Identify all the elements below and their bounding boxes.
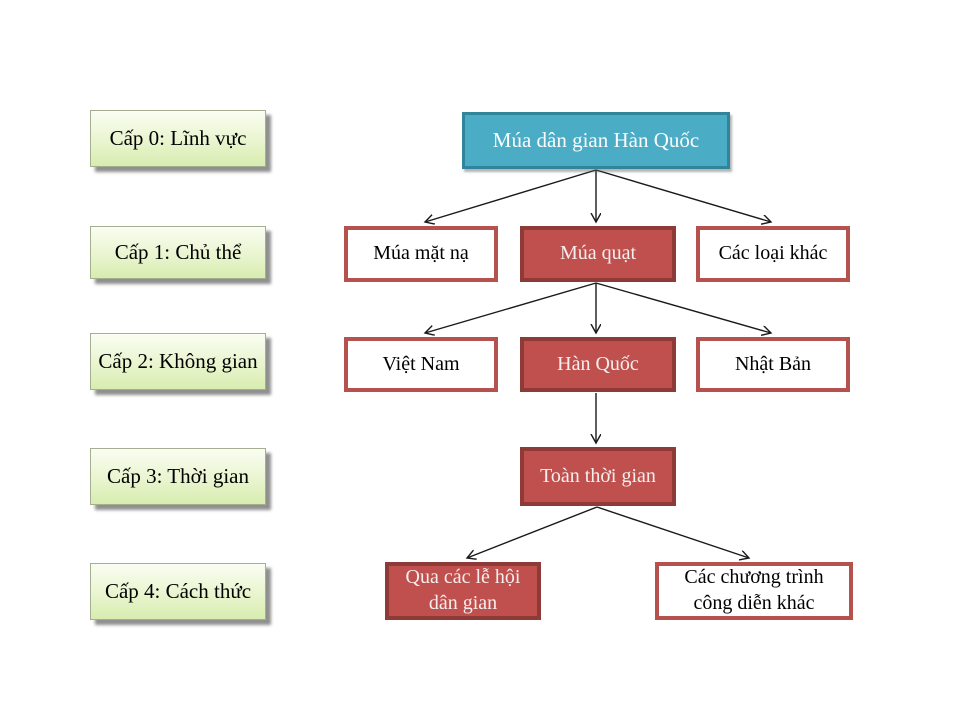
level-label-text: Cấp 4: Cách thức (104, 579, 252, 604)
node-label: Việt Nam (382, 352, 460, 375)
level-label-cap4: Cấp 4: Cách thức (90, 563, 266, 620)
connector-root-right (595, 169, 771, 222)
node-cac-chuong-trinh-cong-dien-khac: Các chương trình công diễn khác (655, 562, 853, 620)
node-cac-loai-khac: Các loại khác (696, 226, 850, 282)
level-label-cap1: Cấp 1: Chủ thể (90, 226, 266, 279)
connector-quat-right (595, 282, 771, 333)
node-root-mua-dan-gian-han-quoc: Múa dân gian Hàn Quốc (462, 112, 730, 169)
node-label: Nhật Bản (734, 352, 812, 375)
connector-root-left (425, 169, 597, 222)
node-label: Múa quạt (559, 242, 637, 265)
level-label-cap2: Cấp 2: Không gian (90, 333, 266, 390)
level-label-text: Cấp 2: Không gian (98, 349, 258, 374)
node-viet-nam: Việt Nam (344, 337, 498, 392)
level-label-text: Cấp 3: Thời gian (107, 464, 249, 489)
level-label-text: Cấp 0: Lĩnh vực (109, 126, 247, 151)
node-label: Các chương trình công diễn khác (684, 566, 824, 614)
level-label-cap0: Cấp 0: Lĩnh vực (90, 110, 266, 167)
node-label: Các loại khác (718, 242, 828, 265)
node-label: Qua các lễ hội dân gian (405, 566, 521, 614)
node-mua-quat: Múa quạt (520, 226, 676, 282)
node-label: Múa mặt nạ (373, 242, 469, 265)
level-label-cap3: Cấp 3: Thời gian (90, 448, 266, 505)
connector-toanthoigian-right (596, 506, 749, 558)
node-han-quoc: Hàn Quốc (520, 337, 676, 392)
node-mua-mat-na: Múa mặt nạ (344, 226, 498, 282)
node-toan-thoi-gian: Toàn thời gian (520, 447, 676, 506)
node-label: Múa dân gian Hàn Quốc (492, 128, 700, 153)
node-nhat-ban: Nhật Bản (696, 337, 850, 392)
connector-quat-left (425, 282, 597, 333)
node-label: Toàn thời gian (540, 464, 656, 487)
node-qua-cac-le-hoi-dan-gian: Qua các lễ hội dân gian (385, 562, 541, 620)
level-label-text: Cấp 1: Chủ thể (114, 240, 242, 265)
node-label: Hàn Quốc (557, 352, 639, 375)
connector-toanthoigian-left (467, 506, 598, 558)
